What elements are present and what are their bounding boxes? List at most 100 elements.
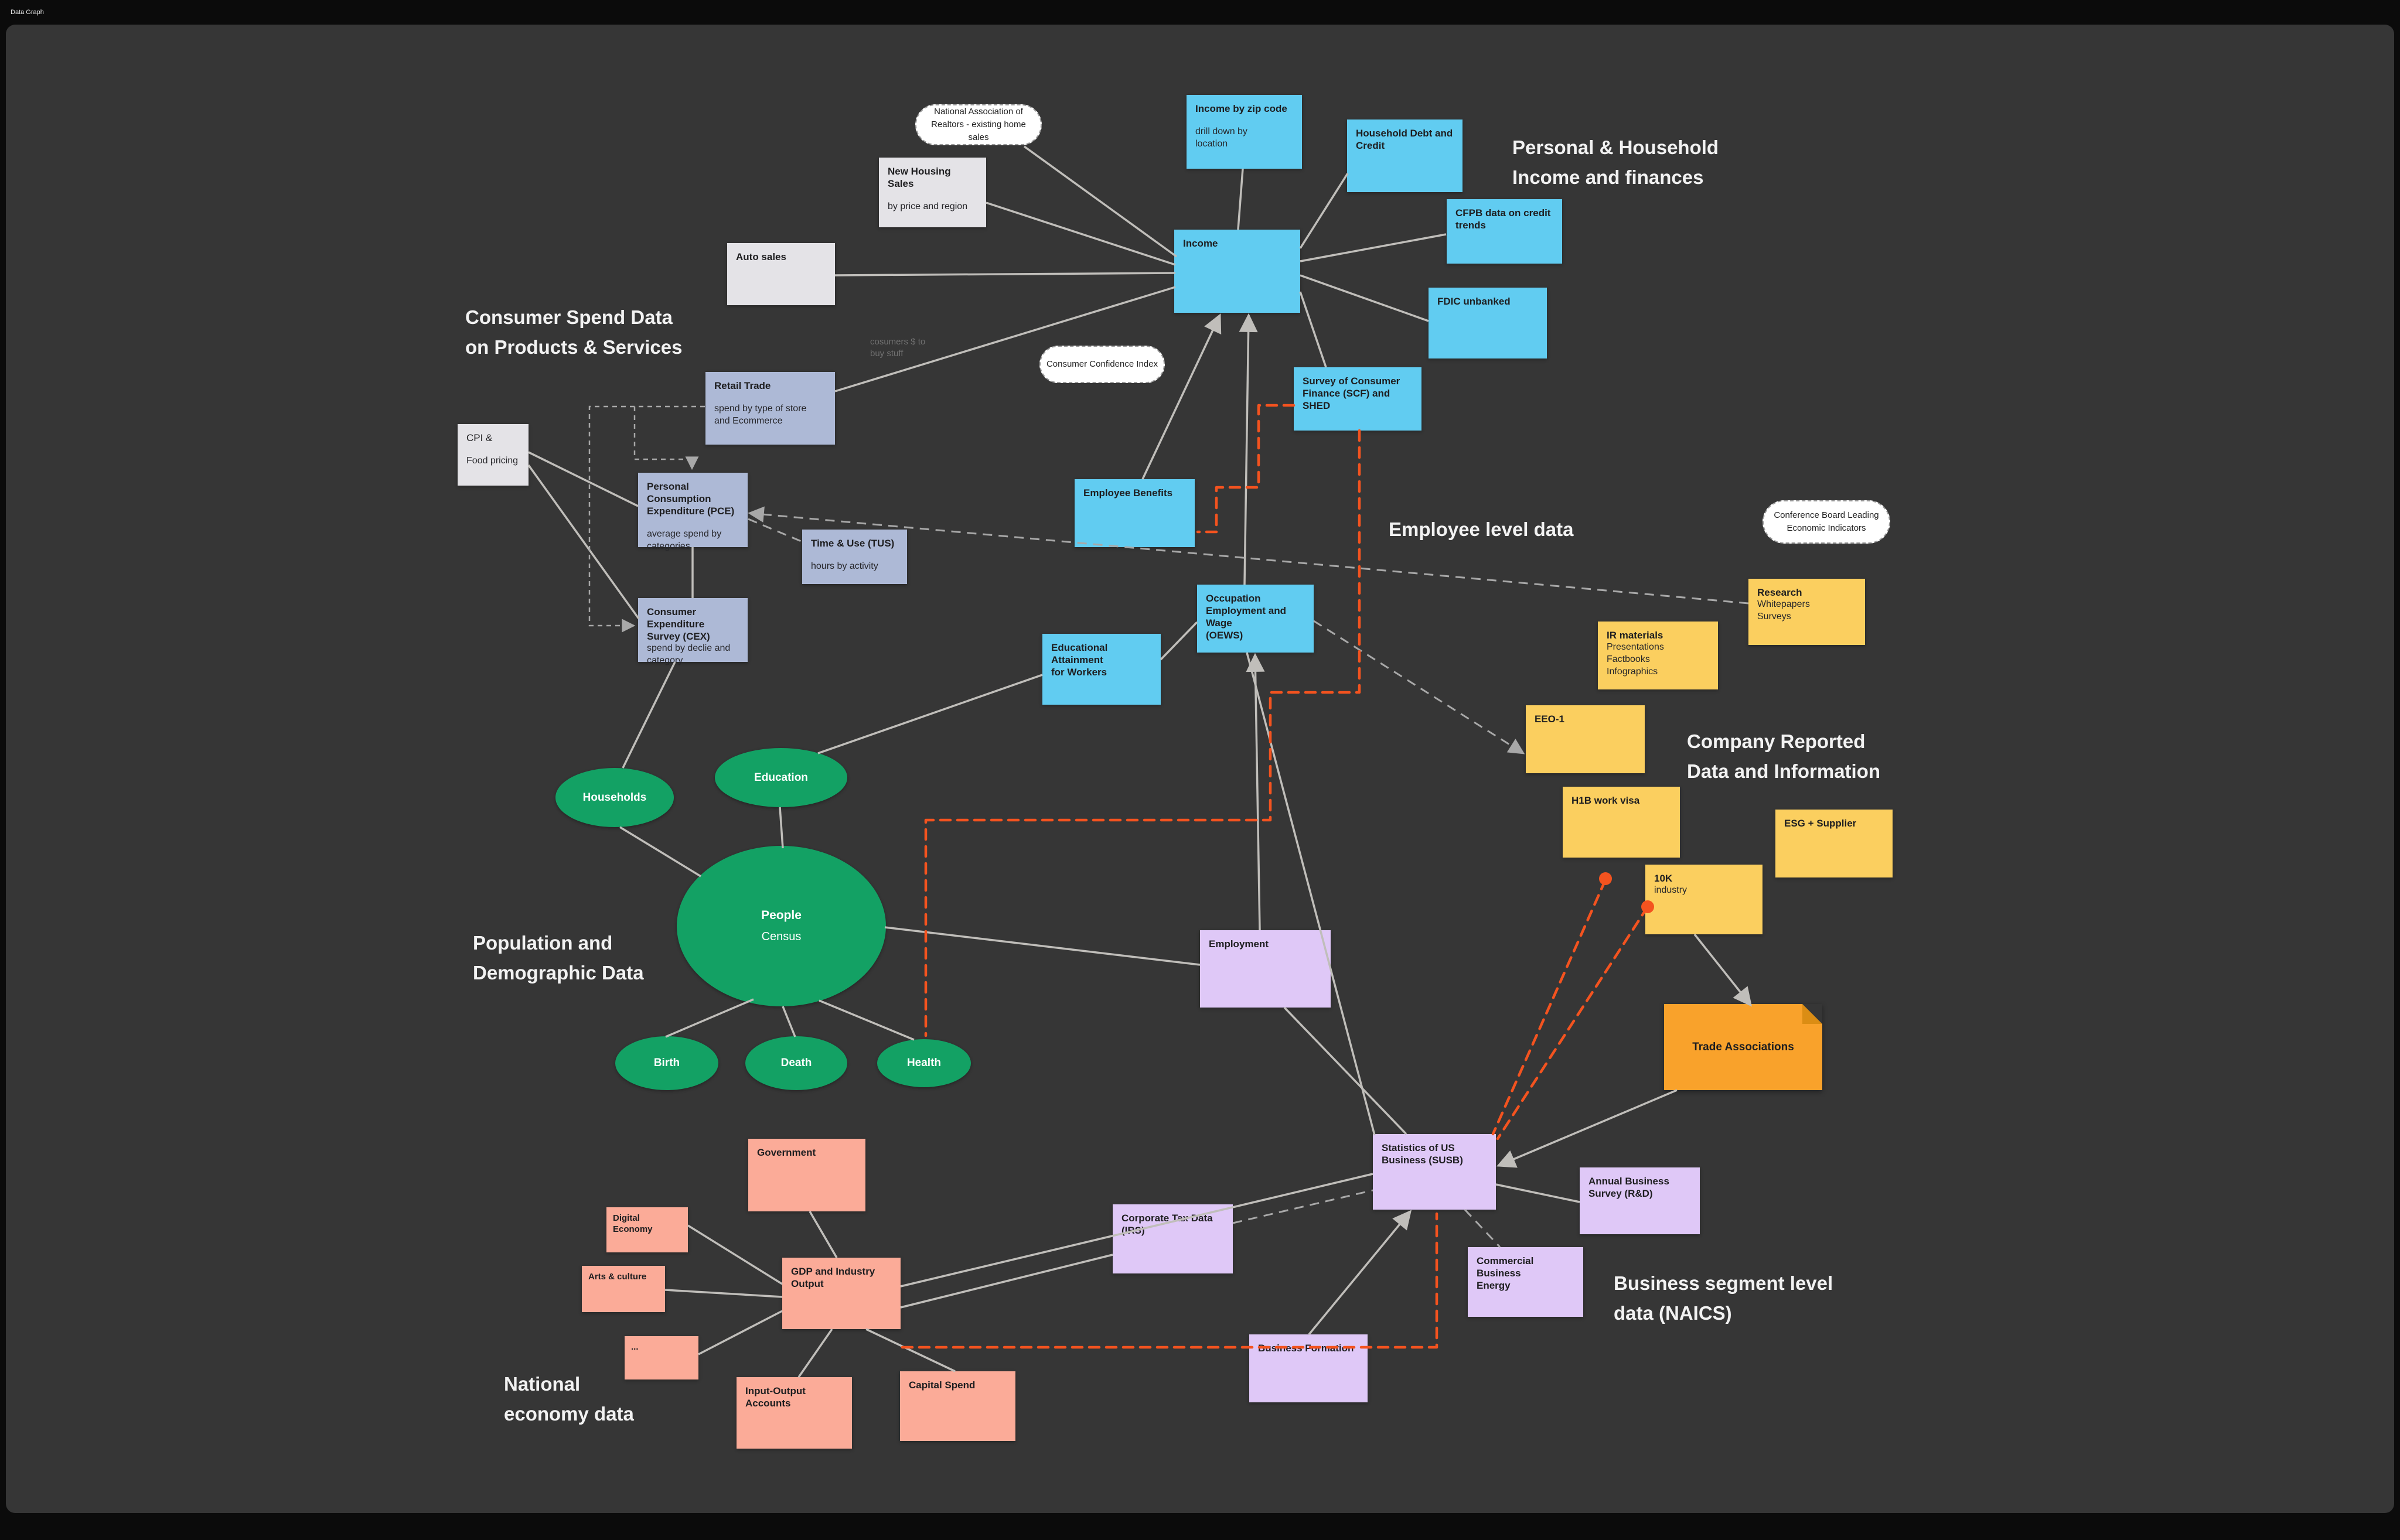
arts-culture-title: Arts & culture [588, 1272, 647, 1282]
research-body-text: Whitepapers [1757, 599, 1810, 610]
gdp-industry-output-title: Output [791, 1278, 824, 1290]
education-node[interactable]: Education [715, 748, 847, 807]
capital-spend-node[interactable]: Capital Spend [900, 1371, 1015, 1441]
consumer-confidence-title: Consumer Confidence Index [1046, 359, 1158, 370]
pce-title: Expenditure (PCE) [647, 506, 735, 517]
arts-culture-node[interactable]: Arts & culture [582, 1266, 665, 1312]
tus-title: Time & Use (TUS) [811, 538, 895, 549]
retail-trade-body-text: and Ecommerce [714, 415, 783, 426]
trade-associations-node[interactable]: Trade Associations [1664, 1004, 1822, 1090]
annotation-line: buy stuff [870, 349, 904, 359]
new-housing-sales-node[interactable]: New Housing Sales by price and region [879, 158, 986, 227]
education-title: Education [754, 771, 808, 784]
income-node[interactable]: Income [1174, 230, 1300, 313]
nar-title: National Association of [934, 107, 1023, 117]
digital-economy-title: Digital Economy [613, 1213, 653, 1234]
pce-body-text: categories [647, 541, 690, 552]
cfpb-title: CFPB data on credit [1455, 207, 1551, 218]
cex-title: Survey (CEX) [647, 631, 710, 643]
scf-shed-title: Survey of Consumer [1303, 375, 1400, 387]
tus-node[interactable]: Time & Use (TUS) hours by activity [802, 530, 907, 584]
households-node[interactable]: Households [555, 768, 674, 827]
corporate-tax-node[interactable]: Corporate Tax Data(IRS) [1113, 1204, 1233, 1273]
esg-supplier-title: ESG + Supplier [1784, 818, 1857, 829]
annual-business-survey-title: Annual Business [1588, 1176, 1669, 1187]
ten-k-title: 10K [1654, 873, 1673, 884]
employee-benefits-node[interactable]: Employee Benefits [1075, 479, 1195, 547]
health-node[interactable]: Health [877, 1039, 971, 1087]
eeo-1-node[interactable]: EEO-1 [1526, 705, 1645, 773]
commercial-business-energy-title: Commercial Business [1477, 1255, 1534, 1279]
government-node[interactable]: Government [748, 1139, 865, 1211]
oews-title: Occupation [1206, 593, 1261, 604]
income-by-zip-body-text: location [1195, 138, 1228, 149]
census-body-text: Census [761, 930, 802, 943]
input-output-accounts-node[interactable]: Input-Output Accounts [737, 1377, 852, 1449]
new-housing-sales-body-text: by price and region [888, 202, 968, 212]
annual-business-survey-title: Survey (R&D) [1588, 1188, 1653, 1200]
gdp-industry-output-title: GDP and Industry [791, 1266, 875, 1277]
death-node[interactable]: Death [745, 1036, 847, 1090]
census-title: People [761, 909, 802, 923]
cex-body-text: spend by declie and [647, 643, 731, 654]
ir-materials-body-text: Presentations [1607, 642, 1664, 653]
oews-title: Employment and Wage [1206, 605, 1286, 629]
birth-node[interactable]: Birth [615, 1036, 718, 1090]
scf-shed-title: Finance (SCF) and [1303, 388, 1390, 399]
heading-line: Demographic Data [473, 962, 644, 984]
new-housing-sales-title: New Housing Sales [888, 166, 951, 190]
business-formation-title: Business Formation [1258, 1343, 1354, 1354]
consumer-confidence-node[interactable]: Consumer Confidence Index [1039, 346, 1165, 383]
auto-sales-title: Auto sales [736, 251, 786, 262]
heading-employee-level[interactable]: Employee level data [1389, 514, 1573, 544]
h1b-work-visa-node[interactable]: H1B work visa [1563, 787, 1680, 858]
business-formation-node[interactable]: Business Formation [1249, 1334, 1368, 1402]
oews-title: (OEWS) [1206, 630, 1243, 641]
pce-title: Personal Consumption [647, 481, 711, 505]
heading-line: on Products & Services [465, 336, 683, 358]
retail-trade-title: Retail Trade [714, 380, 771, 391]
employment-node[interactable]: Employment [1200, 930, 1331, 1008]
research-body-text: Surveys [1757, 611, 1791, 622]
fdic-unbanked-node[interactable]: FDIC unbanked [1429, 288, 1547, 358]
income-by-zip-body-text: drill down by [1195, 127, 1247, 137]
esg-supplier-node[interactable]: ESG + Supplier [1775, 810, 1893, 877]
cpi-food-node[interactable]: CPI &Food pricing [458, 424, 529, 486]
household-debt-title: Household Debt and [1356, 128, 1453, 139]
sticky-fold-cut [1802, 1004, 1822, 1024]
input-output-accounts-title: Input-Output Accounts [745, 1385, 806, 1409]
heading-line: economy data [504, 1403, 634, 1425]
trade-associations-title: Trade Associations [1692, 1040, 1794, 1053]
ir-materials-title: IR materials [1607, 630, 1663, 641]
digital-economy-node[interactable]: Digital Economy [606, 1207, 688, 1252]
misc-dots-node[interactable]: ... [625, 1336, 698, 1379]
auto-sales-node[interactable]: Auto sales [727, 243, 835, 305]
tus-body-text: hours by activity [811, 561, 878, 572]
